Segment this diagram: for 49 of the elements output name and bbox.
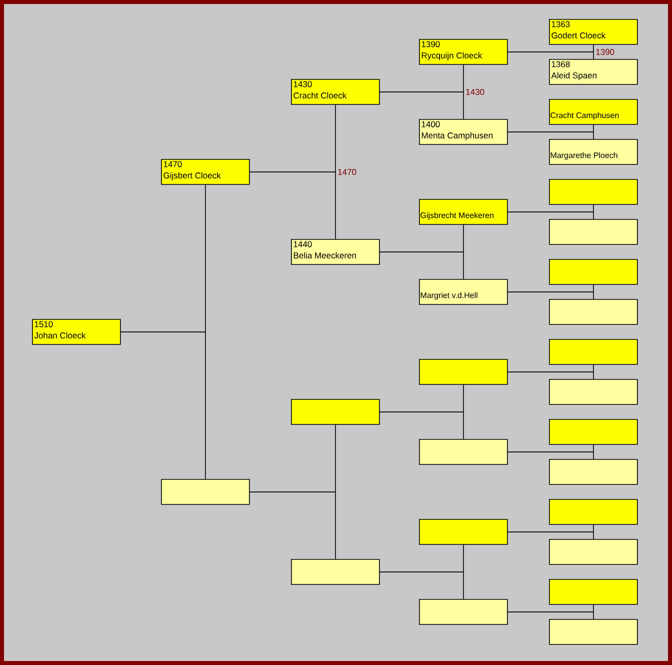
empty-person-box [549,499,638,525]
empty-person-box [549,579,638,605]
person-box: 1470 Gijsbert Cloeck [161,159,250,185]
empty-person-box [549,299,638,325]
connector-line [379,572,464,600]
connector-line [507,132,594,140]
connector-line [507,372,594,380]
empty-person-box [549,539,638,565]
person-box: 1390 Rycquijn Cloeck [419,39,508,65]
edge-label: 1390 [596,48,614,55]
empty-person-box [419,439,508,465]
connector-line [507,212,594,220]
connector-line [379,412,464,440]
connector-line [507,532,594,540]
person-box: Cracht Camphusen [549,99,638,125]
connector-line [507,52,594,60]
empty-person-box [419,519,508,545]
empty-person-box [549,219,638,245]
empty-person-box [549,619,638,645]
connector-line [379,252,464,280]
person-box: Margriet v.d.Hell [419,279,508,305]
person-box: 1510 Johan Cloeck [32,319,121,345]
empty-person-box [549,259,638,285]
empty-person-box [419,599,508,625]
empty-person-box [549,179,638,205]
person-box: 1368 Aleid Spaen [549,59,638,85]
edge-label: 1430 [466,88,484,95]
connector-line [507,452,594,460]
empty-person-box [419,359,508,385]
person-box: 1440 Belia Meeckeren [291,239,380,265]
empty-person-box [291,559,380,585]
empty-person-box [549,339,638,365]
connector-line [507,292,594,300]
connector-line [379,92,464,120]
empty-person-box [549,379,638,405]
empty-person-box [291,399,380,425]
person-box: 1430 Cracht Cloeck [291,79,380,105]
edge-label: 1470 [338,168,356,175]
person-box: 1363 Godert Cloeck [549,19,638,45]
empty-person-box [549,419,638,445]
empty-person-box [161,479,250,505]
person-box: Gijsbrecht Meekeren [419,199,508,225]
empty-person-box [549,459,638,485]
connector-line [249,172,336,240]
person-box: Margarethe Ploech [549,139,638,165]
connector-line [249,492,336,560]
connector-line [120,332,206,480]
connector-line [507,612,594,620]
person-box: 1400 Menta Camphusen [419,119,508,145]
